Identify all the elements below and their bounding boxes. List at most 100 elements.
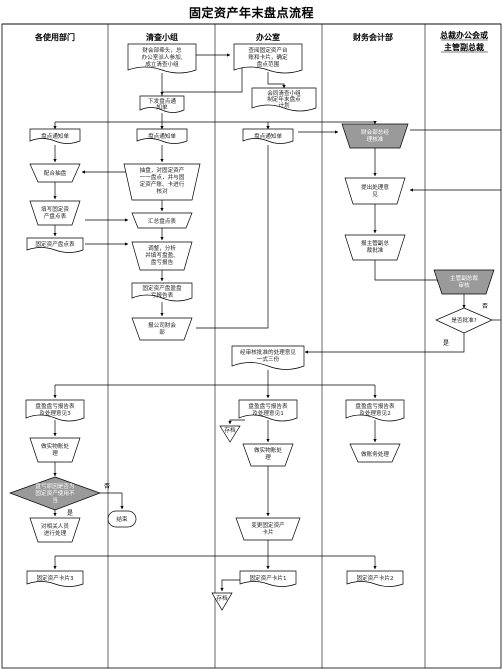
node-notice-team: 盘点通知单 (136, 128, 188, 144)
svg-text:理: 理 (52, 450, 58, 457)
svg-text:产盘点表: 产盘点表 (44, 212, 67, 220)
node-handle-staff: 对相关人员 进行处理 (29, 517, 81, 543)
label-yes-down: 是 (443, 340, 449, 347)
node-check-ledger: 查阅固定资产台 账和卡片，确定 盘点范围 (233, 43, 303, 74)
node-change-card: 变更固定资产 卡片 (235, 517, 301, 541)
node-misuse-decision: 盘亏原因是否为 固定资产使用不 当 (8, 476, 102, 511)
svg-text:亏报告表: 亏报告表 (151, 291, 174, 299)
node-report-finance: 报公司财会 部 (131, 317, 193, 341)
svg-text:盘点通知单: 盘点通知单 (41, 132, 69, 140)
svg-text:固定资产使用不: 固定资产使用不 (35, 489, 75, 497)
node-asset-sheet: 固定资产盘点表 (26, 237, 84, 253)
svg-text:核对: 核对 (156, 187, 168, 195)
node-record-office: 做实物账处 理 (242, 443, 294, 467)
svg-text:配合抽盘: 配合抽盘 (44, 169, 67, 177)
lane-header-president-1: 总裁办公会或 (440, 30, 488, 40)
page-title: 固定资产年末盘点流程 (188, 5, 314, 20)
svg-text:理核准: 理核准 (367, 135, 384, 143)
node-accounting: 做账务处理 (349, 443, 401, 463)
svg-text:填写固定资: 填写固定资 (41, 205, 69, 213)
label-no-left: 否 (104, 483, 110, 490)
svg-text:做账务处理: 做账务处理 (361, 450, 389, 458)
svg-text:部: 部 (159, 328, 165, 336)
svg-text:固定资产卡片2: 固定资产卡片2 (356, 574, 393, 582)
svg-text:财会部总经: 财会部总经 (361, 128, 389, 136)
svg-text:当: 当 (52, 496, 58, 504)
svg-text:卡片: 卡片 (262, 528, 274, 536)
node-make-plan: 会同清查小组 制定年末盘点 计划 (251, 87, 317, 112)
node-count-assets: 抽盘，对固定资产 一一盘点，并与固 定资产账、卡进行 核对 (123, 163, 201, 201)
node-approved-opinion: 经审核批准的处理意见 一式三份 (231, 345, 305, 370)
node-asset-card-2: 固定资产卡片2 (346, 570, 404, 587)
svg-text:调整，分析: 调整，分析 (148, 244, 176, 252)
svg-text:并填写盘盈、: 并填写盘盈、 (145, 251, 179, 259)
node-asset-card-3: 固定资产卡片3 (26, 570, 84, 587)
svg-text:盘亏原因是否为: 盘亏原因是否为 (35, 482, 75, 490)
svg-text:主管副总裁: 主管副总裁 (450, 274, 478, 282)
node-archive-2: 存档 (211, 592, 233, 611)
svg-text:盘盈盘亏报告表: 盘盈盘亏报告表 (355, 402, 395, 410)
node-notice-departments: 盘点通知单 (29, 128, 81, 144)
node-issue-notice: 下发盘点通 知单 (139, 95, 185, 113)
svg-text:进行处理: 进行处理 (44, 529, 67, 537)
svg-text:裁批准: 裁批准 (367, 246, 384, 254)
svg-text:知单: 知单 (156, 103, 168, 111)
svg-text:办公室派人参加,: 办公室派人参加, (142, 53, 183, 61)
svg-text:经审核批准的处理意见: 经审核批准的处理意见 (240, 348, 296, 356)
svg-text:定资产账、卡进行: 定资产账、卡进行 (140, 180, 185, 188)
node-fill-sheet: 填写固定资 产盘点表 (29, 200, 81, 226)
svg-text:固定资产盘盈盘: 固定资产盘盈盘 (142, 284, 182, 292)
lane-header-president-2: 主管副总裁 (444, 42, 484, 52)
svg-text:及处理意见2: 及处理意见2 (359, 409, 391, 417)
svg-text:是否批准?: 是否批准? (451, 316, 476, 324)
svg-text:盘点通知单: 盘点通知单 (148, 132, 176, 140)
svg-text:固定资产卡片1: 固定资产卡片1 (249, 574, 287, 582)
lane-header-office: 办公室 (256, 32, 280, 42)
svg-text:汇总盘点表: 汇总盘点表 (148, 217, 176, 225)
svg-text:盘盈盘亏报告表: 盘盈盘亏报告表 (248, 402, 288, 410)
node-record-dept: 做实物账处 理 (29, 437, 81, 463)
svg-text:成立清查小组: 成立清查小组 (145, 60, 179, 68)
svg-text:会同清查小组: 会同清查小组 (267, 89, 301, 97)
node-report-copy-3: 盘盈盘亏报告表 及处理意见3 (25, 399, 85, 422)
svg-text:一一盘点，并与固: 一一盘点，并与固 (140, 173, 185, 181)
svg-text:计划: 计划 (278, 101, 290, 109)
node-vp-review: 主管副总裁 审核 (433, 269, 495, 295)
node-report-vp: 报主管副总 裁批准 (344, 234, 406, 261)
svg-text:盘点范围: 盘点范围 (257, 60, 280, 68)
svg-text:结束: 结束 (116, 515, 128, 523)
node-archive-1: 存档 (219, 425, 241, 443)
svg-text:下发盘点通: 下发盘点通 (148, 97, 176, 105)
svg-text:提出处理意: 提出处理意 (361, 183, 389, 191)
svg-text:盘盈盘亏报告表: 盘盈盘亏报告表 (35, 402, 75, 410)
label-yes-left: 是 (67, 510, 73, 517)
node-approve-decision: 是否批准? (435, 307, 493, 334)
svg-text:及处理意见3: 及处理意见3 (39, 409, 71, 417)
svg-text:查阅固定资产台: 查阅固定资产台 (248, 46, 288, 54)
node-end: 结束 (107, 510, 137, 528)
svg-text:对相关人员: 对相关人员 (41, 522, 69, 530)
svg-text:存档: 存档 (216, 594, 228, 602)
svg-text:固定资产卡片3: 固定资产卡片3 (36, 574, 74, 582)
svg-text:账和卡片，确定: 账和卡片，确定 (248, 53, 288, 61)
svg-text:见: 见 (372, 191, 378, 198)
svg-text:报主管副总: 报主管副总 (361, 239, 389, 247)
label-no-right: 否 (482, 303, 488, 310)
svg-text:报公司财会: 报公司财会 (148, 321, 176, 329)
node-summarize: 汇总盘点表 (131, 212, 193, 229)
svg-text:抽盘，对固定资产: 抽盘，对固定资产 (140, 166, 185, 174)
node-finance-approve: 财会部总经 理核准 (341, 123, 409, 149)
svg-text:审核: 审核 (458, 281, 470, 289)
svg-text:及处理意见1: 及处理意见1 (252, 409, 284, 417)
svg-text:做实物账处: 做实物账处 (41, 442, 69, 450)
node-report-copy-2: 盘盈盘亏报告表 及处理意见2 (345, 399, 405, 422)
svg-text:一式三份: 一式三份 (257, 355, 280, 363)
svg-text:盘点通知单: 盘点通知单 (254, 132, 282, 140)
node-adjust-analyze: 调整，分析 并填写盘盈、 盘亏报告 (131, 241, 193, 271)
svg-text:盘亏报告: 盘亏报告 (151, 258, 174, 266)
svg-text:财会部牵头，总: 财会部牵头，总 (142, 46, 182, 54)
node-form-team: 财会部牵头，总 办公室派人参加, 成立清查小组 (127, 43, 197, 74)
node-report-table: 固定资产盘盈盘 亏报告表 (131, 282, 193, 302)
svg-text:制定年末盘点: 制定年末盘点 (267, 95, 301, 103)
